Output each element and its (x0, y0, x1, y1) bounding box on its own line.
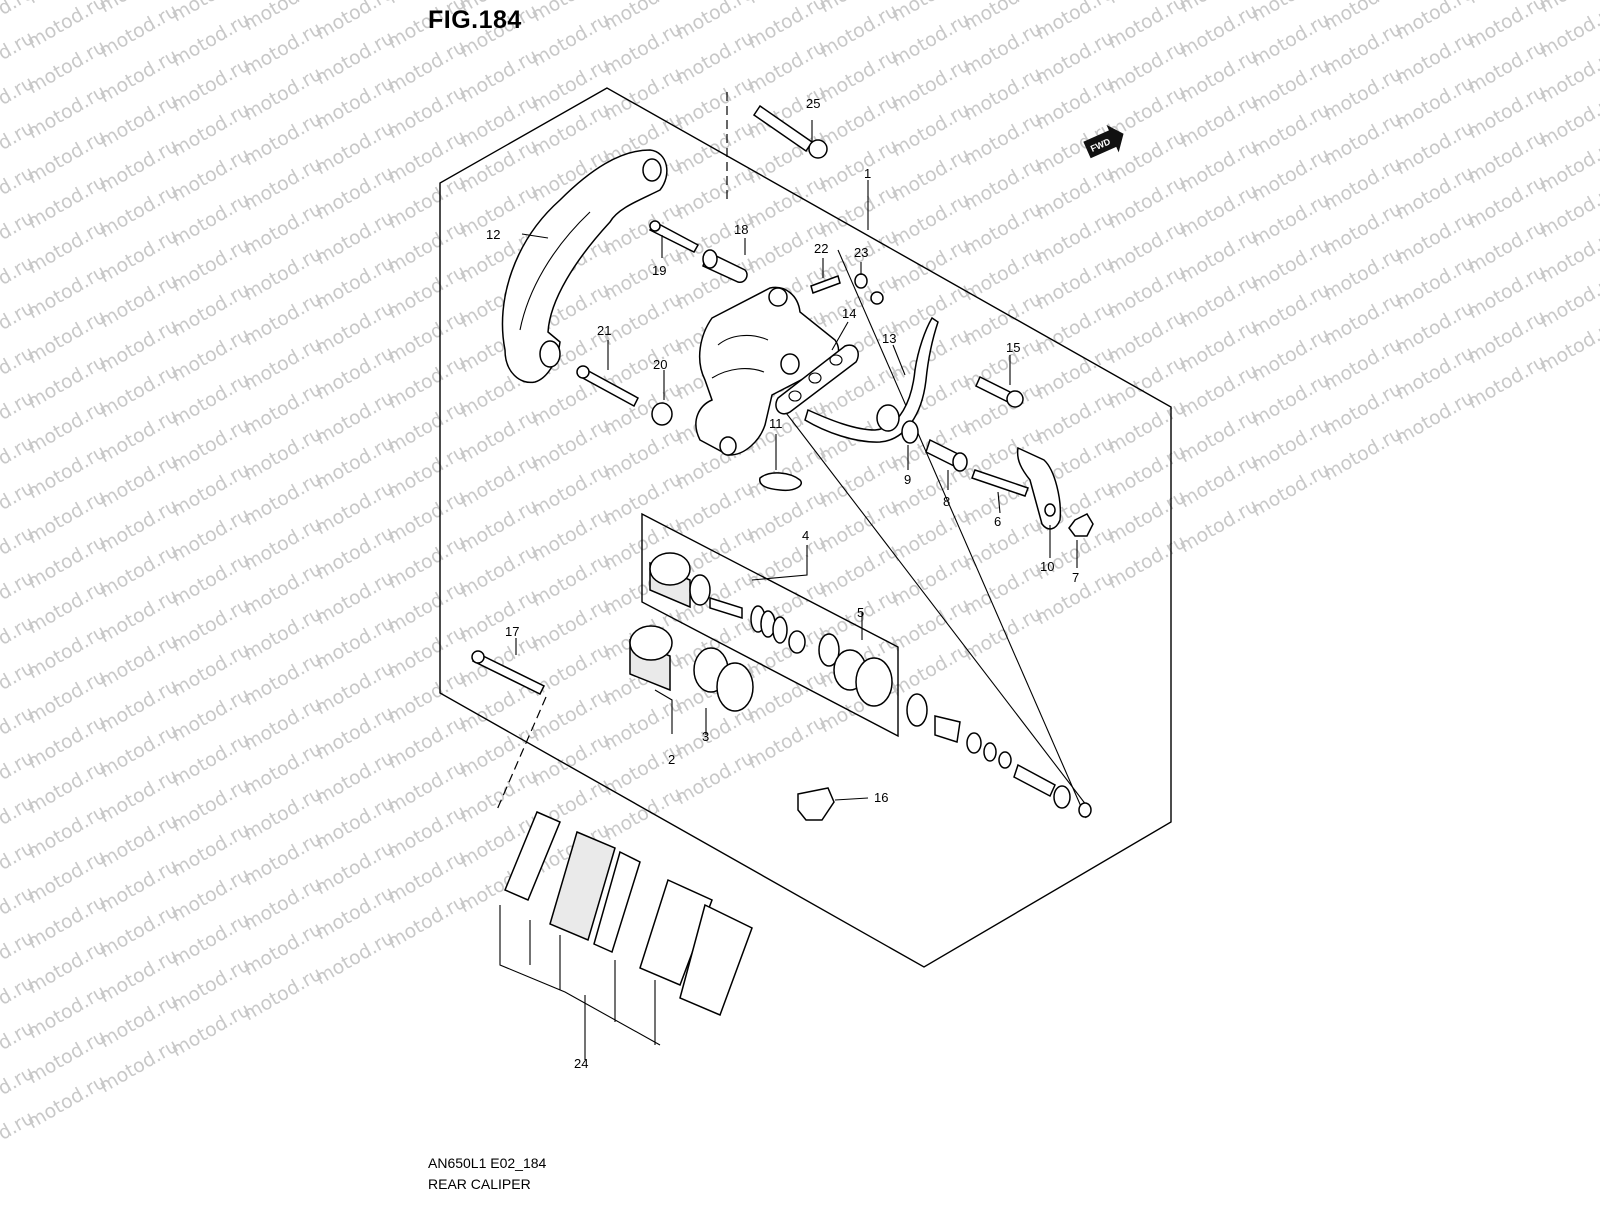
footer-code: AN650L1 E02_184 (428, 1155, 546, 1171)
callout-9: 9 (904, 472, 911, 487)
callout-21: 21 (597, 323, 611, 338)
part-16-clip (798, 788, 834, 820)
callout-8: 8 (943, 494, 950, 509)
part-parking-piston-chain (907, 694, 1091, 817)
callout-20: 20 (653, 357, 667, 372)
callout-11: 11 (769, 416, 783, 431)
callout-3: 3 (702, 729, 709, 744)
callout-4: 4 (802, 528, 809, 543)
footer-name: REAR CALIPER (428, 1176, 531, 1192)
callout-10: 10 (1040, 559, 1054, 574)
callout-2: 2 (668, 752, 675, 767)
callout-5: 5 (857, 605, 864, 620)
callout-25: 25 (806, 96, 820, 111)
callout-7: 7 (1072, 570, 1079, 585)
callout-23: 23 (854, 245, 868, 260)
figure-title: FIG.184 (428, 6, 522, 35)
callout-15: 15 (1006, 340, 1020, 355)
part-24-pad-set (500, 812, 752, 1060)
callout-6: 6 (994, 514, 1001, 529)
callout-1: 1 (864, 166, 871, 181)
part-9-o-ring (902, 421, 918, 443)
callout-16: 16 (874, 790, 888, 805)
callout-17: 17 (505, 624, 519, 639)
callout-14: 14 (842, 306, 856, 321)
callout-22: 22 (814, 241, 828, 256)
callout-12: 12 (486, 227, 500, 242)
callout-19: 19 (652, 263, 666, 278)
callout-24: 24 (574, 1056, 588, 1071)
callout-18: 18 (734, 222, 748, 237)
part-20-cap (652, 403, 672, 425)
callout-13: 13 (882, 331, 896, 346)
watermark-layer: motod.rumotod.rumotod.rumotod.rumotod.ru… (0, 0, 1600, 1169)
